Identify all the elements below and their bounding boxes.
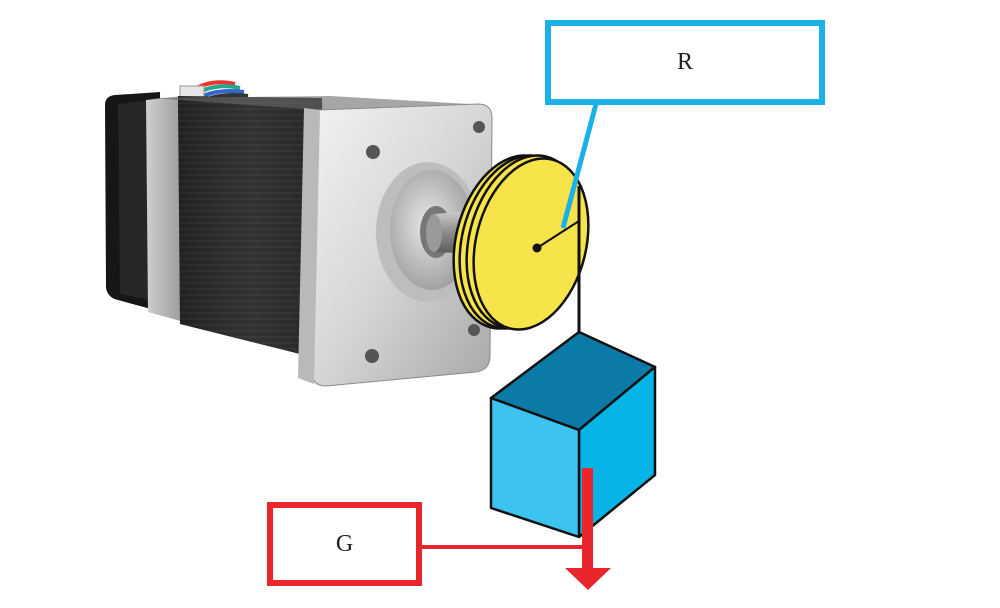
pulley-icon [452, 154, 590, 331]
gravity-label: G [335, 530, 354, 557]
radius-label: R [676, 49, 693, 75]
radius-leader-line [560, 103, 599, 229]
stepper-motor-icon [105, 80, 493, 387]
gravity-label-box: G [267, 502, 422, 586]
down-arrow-icon [565, 468, 611, 590]
cube-load-icon [489, 330, 657, 539]
radius-line [536, 220, 580, 249]
radius-label-box: R [545, 20, 825, 105]
